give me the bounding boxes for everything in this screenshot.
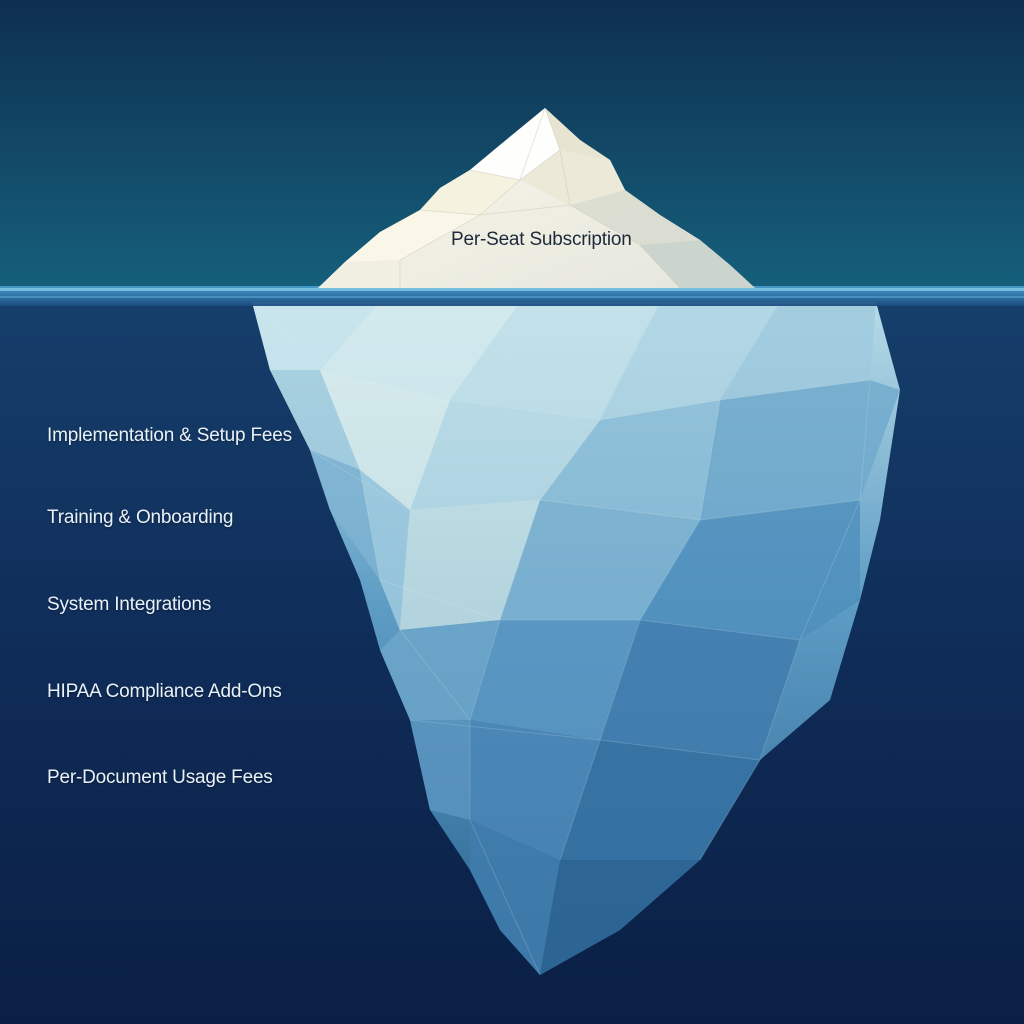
iceberg-submerged (251, 301, 900, 976)
hidden-cost-label: Implementation & Setup Fees (47, 425, 292, 446)
hidden-cost-label: Per-Document Usage Fees (47, 767, 273, 788)
hidden-cost-label: System Integrations (47, 594, 212, 615)
tip-label: Per-Seat Subscription (451, 229, 632, 250)
hidden-cost-label: HIPAA Compliance Add-Ons (47, 681, 282, 702)
hidden-cost-label: Training & Onboarding (47, 507, 234, 528)
iceberg-tip (318, 107, 755, 289)
